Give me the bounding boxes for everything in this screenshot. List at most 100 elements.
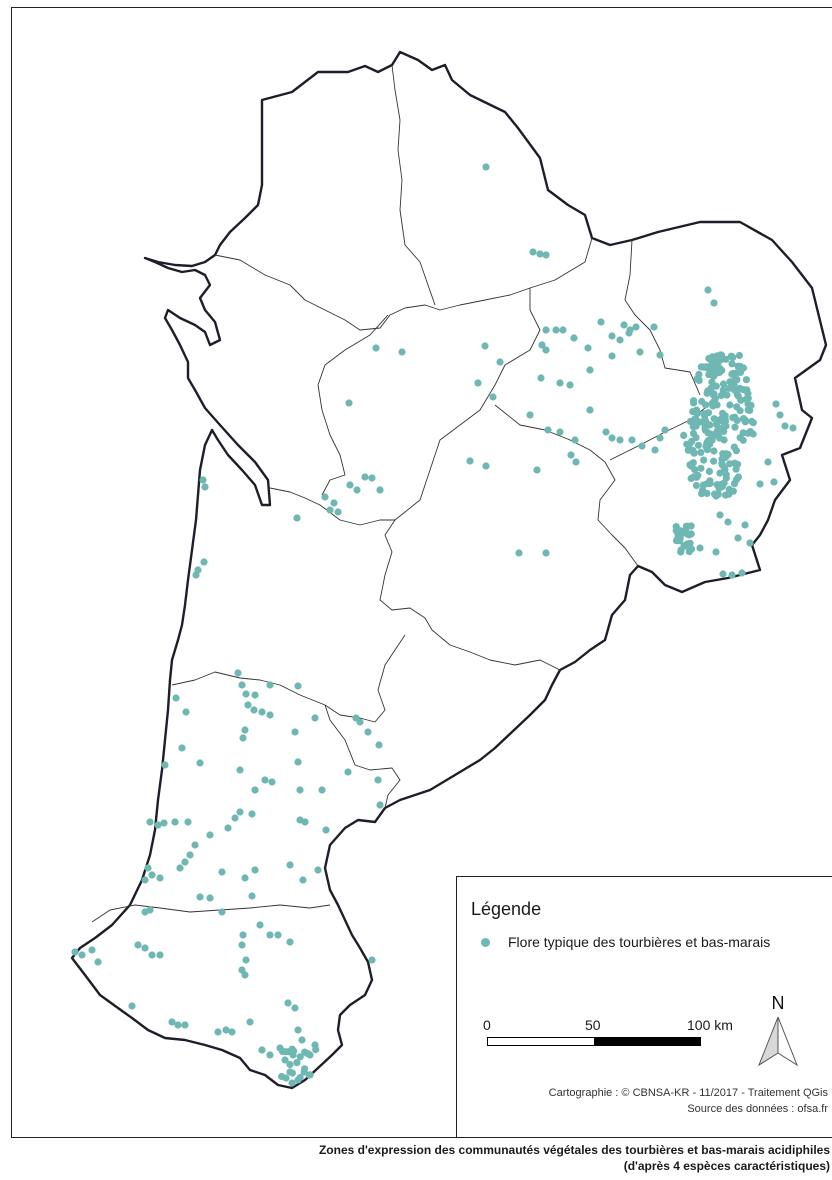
observation-point bbox=[184, 818, 192, 826]
observation-point bbox=[687, 522, 695, 530]
observation-point bbox=[368, 474, 376, 482]
observation-point bbox=[708, 378, 716, 386]
observation-point bbox=[246, 1018, 254, 1026]
observation-point bbox=[241, 874, 249, 882]
observation-point bbox=[728, 571, 736, 579]
observation-point bbox=[716, 469, 724, 477]
observation-point bbox=[718, 455, 726, 463]
observation-point bbox=[251, 866, 259, 874]
observation-point bbox=[542, 251, 550, 259]
observation-point bbox=[736, 434, 744, 442]
observation-point bbox=[625, 329, 633, 337]
observation-point bbox=[716, 364, 724, 372]
observation-point bbox=[738, 569, 746, 577]
observation-point bbox=[756, 480, 764, 488]
observation-point bbox=[608, 434, 616, 442]
observation-point bbox=[293, 1059, 301, 1067]
observation-point bbox=[608, 332, 616, 340]
observation-point bbox=[661, 426, 669, 434]
observation-point bbox=[146, 818, 154, 826]
observation-point bbox=[286, 1060, 294, 1069]
observation-point bbox=[160, 819, 168, 827]
observation-point bbox=[322, 826, 330, 834]
observation-point bbox=[176, 864, 184, 872]
observation-point bbox=[141, 876, 149, 884]
observation-point bbox=[154, 821, 162, 829]
observation-point bbox=[722, 491, 730, 499]
legend-item: Flore typique des tourbières et bas-mara… bbox=[481, 934, 770, 950]
observation-point bbox=[256, 921, 264, 929]
observation-point bbox=[481, 342, 489, 350]
observation-point bbox=[728, 360, 736, 368]
caption-line-2: (d'après 4 espèces caractéristiques) bbox=[623, 1159, 830, 1173]
observation-point bbox=[628, 436, 636, 444]
observation-point bbox=[690, 399, 698, 407]
observation-point bbox=[722, 450, 730, 458]
observation-point bbox=[694, 441, 703, 449]
observation-point bbox=[482, 163, 490, 171]
observation-point bbox=[687, 462, 695, 470]
observation-point bbox=[710, 457, 718, 465]
observation-point bbox=[721, 415, 729, 423]
observation-point bbox=[301, 818, 309, 826]
observation-point bbox=[737, 396, 745, 404]
map-canvas bbox=[70, 50, 828, 1090]
observation-point bbox=[696, 544, 704, 552]
scale-label-100: 100 km bbox=[687, 1017, 733, 1033]
observation-point bbox=[733, 376, 741, 384]
observation-point bbox=[700, 456, 708, 464]
observation-point bbox=[156, 874, 164, 882]
observation-point bbox=[375, 741, 383, 749]
observation-point bbox=[314, 866, 322, 874]
observation-point bbox=[656, 351, 664, 359]
observation-point bbox=[692, 422, 700, 430]
observation-point bbox=[144, 864, 152, 872]
observation-point bbox=[266, 711, 274, 719]
observation-point bbox=[171, 818, 179, 826]
observation-point bbox=[201, 483, 209, 491]
observation-point bbox=[552, 326, 560, 334]
observation-point bbox=[374, 776, 382, 784]
observation-point bbox=[296, 1074, 304, 1082]
observation-point bbox=[482, 462, 490, 470]
caption-line-1: Zones d'expression des communautés végét… bbox=[318, 1143, 830, 1157]
legend-box: Légende Flore typique des tourbières et … bbox=[456, 876, 832, 1138]
observation-point bbox=[616, 336, 624, 344]
observation-point bbox=[334, 508, 342, 516]
observation-point bbox=[677, 546, 685, 554]
observation-point bbox=[241, 971, 249, 979]
observation-point bbox=[168, 1018, 176, 1026]
observation-point bbox=[466, 457, 474, 465]
observation-point bbox=[724, 518, 732, 526]
observation-point bbox=[734, 362, 742, 370]
observation-point bbox=[242, 690, 250, 698]
observation-point bbox=[680, 431, 688, 439]
observation-point bbox=[214, 1028, 222, 1036]
observation-point bbox=[200, 558, 208, 566]
observation-point bbox=[298, 1036, 306, 1044]
observation-point bbox=[736, 368, 745, 376]
observation-point bbox=[705, 467, 714, 475]
observation-point bbox=[178, 744, 186, 752]
observation-point bbox=[239, 931, 247, 939]
observation-point bbox=[330, 499, 338, 507]
observation-point bbox=[730, 443, 738, 451]
observation-point bbox=[489, 393, 497, 401]
observation-point bbox=[299, 876, 307, 884]
observation-point bbox=[698, 397, 706, 406]
observation-point bbox=[529, 248, 537, 256]
observation-point bbox=[718, 355, 726, 363]
observation-point bbox=[744, 394, 752, 402]
observation-point bbox=[288, 1069, 296, 1077]
observation-point bbox=[515, 549, 523, 557]
observation-point bbox=[278, 1072, 286, 1081]
observation-point bbox=[294, 758, 302, 766]
observation-point bbox=[231, 814, 239, 822]
observation-point bbox=[288, 1079, 296, 1087]
observation-point bbox=[731, 423, 739, 431]
observation-point bbox=[284, 999, 292, 1007]
observation-point bbox=[741, 418, 749, 426]
north-label: N bbox=[772, 993, 785, 1013]
observation-point bbox=[747, 401, 755, 409]
observation-point bbox=[239, 734, 247, 742]
